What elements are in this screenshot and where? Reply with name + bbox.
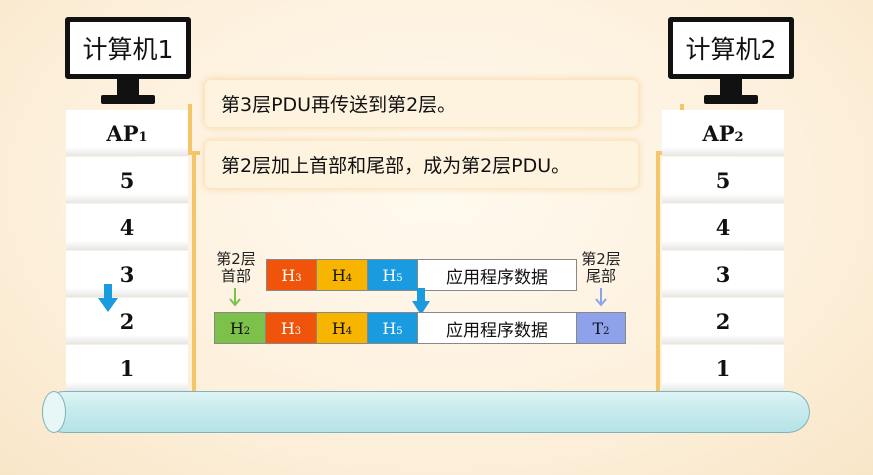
row2-data-cell: 应用程序数据 <box>417 312 577 344</box>
cell-sub: 3 <box>294 325 302 337</box>
cell-sub: 5 <box>396 325 403 337</box>
layer-label: 1 <box>119 355 135 381</box>
cell-main: H <box>281 265 296 285</box>
cell-sub: 4 <box>345 325 353 337</box>
computer-1-label: 计算机1 <box>70 22 186 74</box>
left-connector-vertical-top <box>188 104 192 154</box>
computer-2-label: 计算机2 <box>673 22 789 74</box>
cell-main: H <box>229 318 244 338</box>
layer-label: 2 <box>119 308 135 334</box>
layer-2: 2 <box>662 298 784 344</box>
ap-subscript: 1 <box>138 129 148 145</box>
layer-3: 3 <box>66 251 188 297</box>
left-connector-vertical-bottom <box>192 151 196 391</box>
row1-data-cell: 应用程序数据 <box>417 259 577 291</box>
header-label-line2: 首部 <box>220 267 251 285</box>
trailer-label-line2: 尾部 <box>585 267 616 285</box>
ap-subscript: 2 <box>734 129 744 145</box>
cell-sub: 5 <box>396 272 403 284</box>
layer-label: 5 <box>715 167 731 193</box>
computer-2-base <box>704 95 758 104</box>
cell-main: H <box>331 318 346 338</box>
layer-label: 5 <box>119 167 135 193</box>
layer-label: 4 <box>715 214 731 240</box>
right-connector-vertical-bottom <box>656 151 660 391</box>
down-arrow-icon <box>98 284 118 312</box>
cell-main: H <box>331 265 346 285</box>
message-line-1: 第3层PDU再传送到第2层。 <box>205 80 638 127</box>
cell-sub: 2 <box>603 325 610 337</box>
layer-2: 2 <box>66 298 188 344</box>
trailer-label-line1: 第2层 <box>581 250 621 268</box>
layer-label: 1 <box>715 355 731 381</box>
computer-2-stand <box>720 79 742 95</box>
cell-main: H <box>280 318 295 338</box>
layer-label: 3 <box>715 261 731 287</box>
ap-label: AP <box>702 120 735 146</box>
layer-5: 5 <box>66 157 188 203</box>
computer-1-stand <box>117 79 139 95</box>
computer-2-screen: 计算机2 <box>668 17 794 79</box>
layer-4: 4 <box>66 204 188 250</box>
layer-4: 4 <box>662 204 784 250</box>
cell-main: H <box>382 318 397 338</box>
layer2-trailer-label: 第2层 尾部 <box>576 251 626 285</box>
pdu-down-arrow-icon <box>412 288 430 315</box>
layer-1: 1 <box>66 345 188 391</box>
layer-label: 4 <box>119 214 135 240</box>
header-down-arrow-icon <box>229 288 241 307</box>
layer-1: 1 <box>662 345 784 391</box>
layer-label: 3 <box>119 261 135 287</box>
cell-sub: 2 <box>243 325 251 337</box>
network-cable-end <box>42 391 66 433</box>
computer-1-base <box>101 95 155 104</box>
ap-label: AP <box>106 120 139 146</box>
header-label-line1: 第2层 <box>216 250 256 268</box>
layer2-header-label: 第2层 首部 <box>212 251 260 285</box>
layer-3: 3 <box>662 251 784 297</box>
cell-sub: 4 <box>345 272 353 284</box>
message-line-2: 第2层加上首部和尾部，成为第2层PDU。 <box>205 141 638 188</box>
layer-label: 2 <box>715 308 731 334</box>
cell-main: T <box>592 318 604 338</box>
network-cable <box>42 391 810 433</box>
cell-sub: 3 <box>295 272 302 284</box>
trailer-down-arrow-icon <box>595 288 607 307</box>
layer-5: 5 <box>662 157 784 203</box>
cell-main: H <box>382 265 397 285</box>
computer-1-screen: 计算机1 <box>65 17 191 79</box>
